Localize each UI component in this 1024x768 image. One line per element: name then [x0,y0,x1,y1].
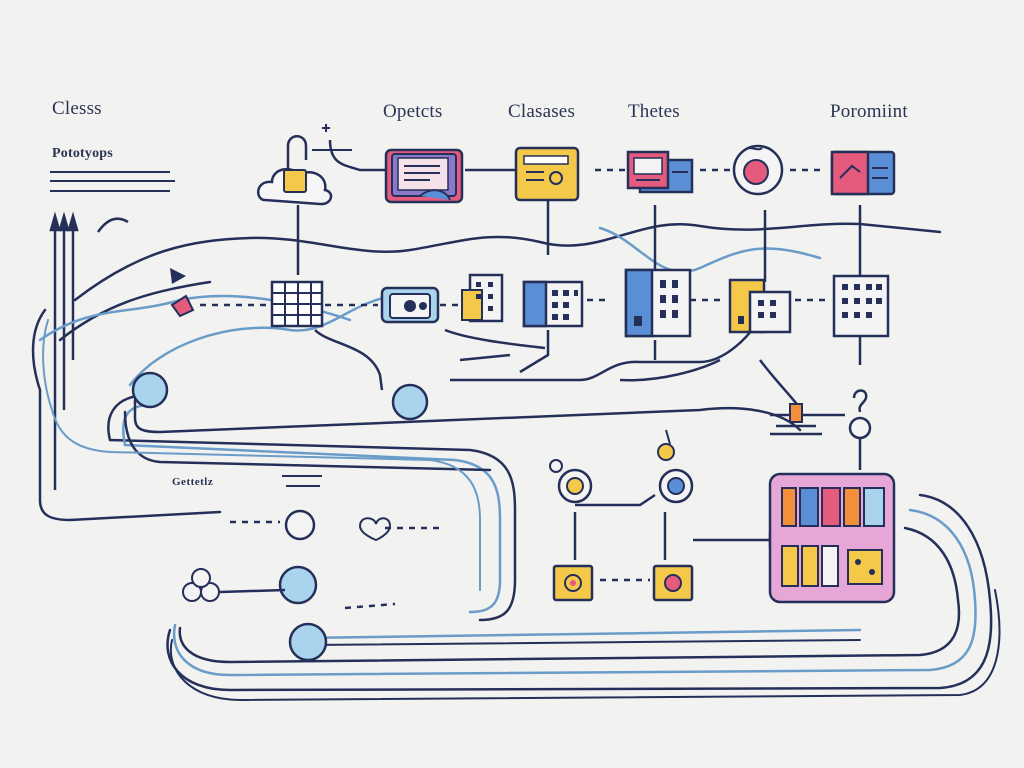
class-card-icon [514,146,580,202]
circle-nodes [131,371,429,662]
lock-cloud-icon [257,124,352,206]
prototypes-underlines [50,171,175,192]
label-classes-top-left: Clesss [52,98,102,119]
left-arrow-bundle [49,211,129,490]
book-icon [384,148,464,204]
tile-icon-right [652,564,694,602]
pedestal-icon [770,403,822,436]
grid-table-icon [270,280,324,328]
stacked-building-icon [728,278,792,334]
label-classes: Clasases [508,101,576,122]
dashboard-panel [768,472,896,604]
bus-lines [31,308,1001,702]
label-thetes: Thetes [628,101,680,122]
orbit-node-icon [657,429,694,504]
server-icon [522,280,584,328]
label-objects: Opetcts [383,101,443,122]
folder-icon [830,150,896,196]
tower-icon [624,268,692,338]
gear-node-icon [549,459,593,504]
office-icon [832,274,890,338]
dashed-connectors [200,168,830,610]
label-prototypes: Pototyops [52,146,113,161]
heart-link-icon [282,475,392,542]
tile-icon-left [552,564,594,602]
label-mid-left: Gettetlz [172,476,214,488]
windows-icon [626,150,694,194]
globe-node-icon [848,389,872,440]
target-icon [732,144,784,196]
camera-icon [380,286,440,324]
building-icon [461,273,504,323]
pink-arrow-icon [170,294,195,318]
label-poromiint: Poromiint [830,101,908,122]
